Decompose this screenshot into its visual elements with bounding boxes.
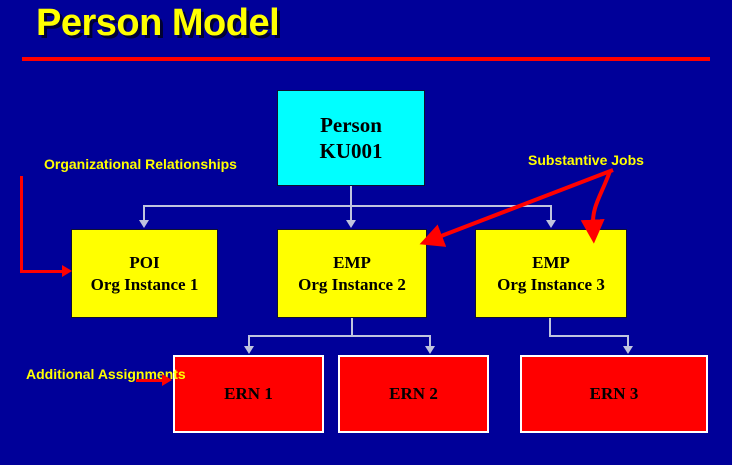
page-title: Person Model <box>36 2 280 44</box>
node-emp-org-instance-3[interactable]: EMP Org Instance 3 <box>475 229 627 318</box>
arrowhead-to-poi <box>139 220 149 228</box>
title-divider <box>22 57 710 61</box>
annotation-org-rel-line2: Relationships <box>145 156 237 172</box>
connector-bus-to-poi <box>143 205 145 222</box>
node-ern-2[interactable]: ERN 2 <box>338 355 489 433</box>
connector-person-to-bus <box>350 185 352 207</box>
arrowhead-to-emp2 <box>346 220 356 228</box>
connector-bus-to-ern1 <box>248 335 250 348</box>
node-emp2-line1: EMP <box>333 253 371 273</box>
arrow-substantive-jobs-to-emp3 <box>580 170 612 244</box>
connector-bus-to-emp2 <box>350 205 352 222</box>
node-ern-3[interactable]: ERN 3 <box>520 355 708 433</box>
node-ern-3-label: ERN 3 <box>589 384 639 404</box>
annotation-arrowhead-org-rel <box>62 265 72 277</box>
connector-bus-to-ern2 <box>429 335 431 348</box>
node-poi-line1: POI <box>129 253 160 273</box>
arrow-substantive-jobs-to-emp2 <box>419 168 614 247</box>
annotation-org-rel-line1: Organizational <box>44 156 142 172</box>
arrowhead-to-emp3 <box>546 220 556 228</box>
node-emp3-line1: EMP <box>532 253 570 273</box>
node-emp3-line2: Org Instance 3 <box>497 274 605 294</box>
node-poi-line2: Org Instance 1 <box>90 274 199 294</box>
node-person[interactable]: Person KU001 <box>277 90 425 186</box>
annotation-additional-assignments-line1: Additional <box>26 366 95 382</box>
arrowhead-to-ern3 <box>623 346 633 354</box>
annotation-substantive-jobs: Substantive Jobs <box>528 151 708 170</box>
connector-ern-bus-right <box>549 335 629 337</box>
arrowhead-to-ern1 <box>244 346 254 354</box>
node-person-line2: KU001 <box>319 139 383 163</box>
node-ern-2-label: ERN 2 <box>389 384 438 404</box>
annotation-arrow-org-rel-horizontal <box>20 270 64 273</box>
connector-emp3-down <box>549 317 551 337</box>
node-ern-1[interactable]: ERN 1 <box>173 355 324 433</box>
connector-org-bus <box>143 205 552 207</box>
node-person-line1: Person <box>320 112 382 137</box>
annotation-organizational-relationships: Organizational Relationships <box>44 155 237 174</box>
node-emp2-line2: Org Instance 2 <box>298 274 406 294</box>
annotation-arrow-additional-assignments <box>136 379 164 382</box>
node-poi-org-instance-1[interactable]: POI Org Instance 1 <box>71 229 218 318</box>
connector-ern-bus-left <box>248 335 431 337</box>
arrowhead-to-ern2 <box>425 346 435 354</box>
connector-bus-to-ern3 <box>627 335 629 348</box>
node-emp-org-instance-2[interactable]: EMP Org Instance 2 <box>277 229 427 318</box>
annotation-arrow-org-rel-vertical <box>20 176 23 272</box>
annotation-substantive-jobs-label: Substantive Jobs <box>528 152 644 168</box>
annotation-arrowhead-additional-assignments <box>162 374 172 386</box>
annotation-additional-assignments: Additional Assignments <box>26 365 186 384</box>
connector-emp2-down <box>351 317 353 337</box>
node-ern-1-label: ERN 1 <box>224 384 273 404</box>
